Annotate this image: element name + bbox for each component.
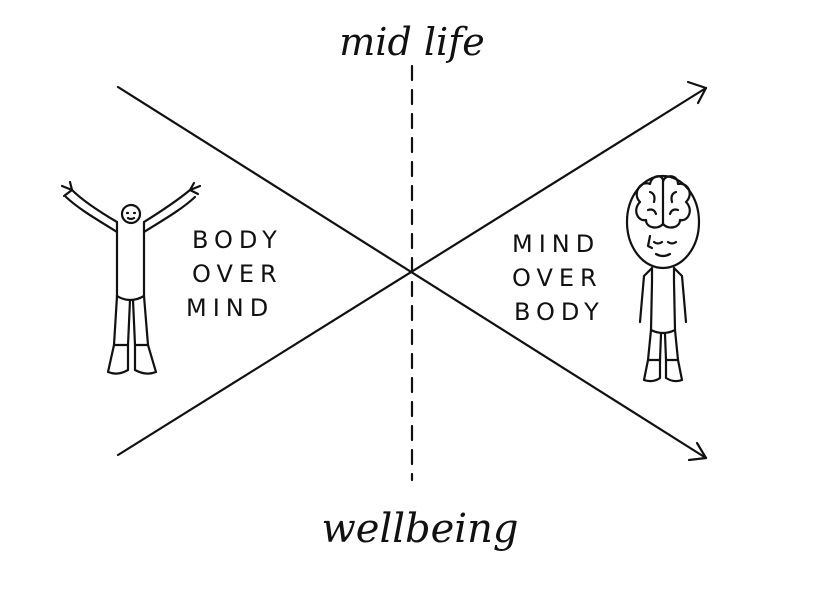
ascending-line <box>116 86 708 457</box>
right-label-line-2: OVER <box>512 264 603 292</box>
top-label: mid life <box>339 20 484 64</box>
right-label-line-3: BODY <box>514 298 605 326</box>
lower-right-arrowhead-icon <box>687 441 708 462</box>
left-label-line-1: BODY <box>192 226 283 254</box>
bottom-label: wellbeing <box>322 506 519 552</box>
upper-right-arrowhead-icon <box>686 80 708 105</box>
right-label-line-1: MIND <box>512 230 600 258</box>
arms-raised-figure-icon <box>60 180 202 375</box>
left-label-line-3: MIND <box>186 294 274 322</box>
left-label-line-2: OVER <box>192 260 283 288</box>
brain-head-figure-icon <box>625 174 701 383</box>
